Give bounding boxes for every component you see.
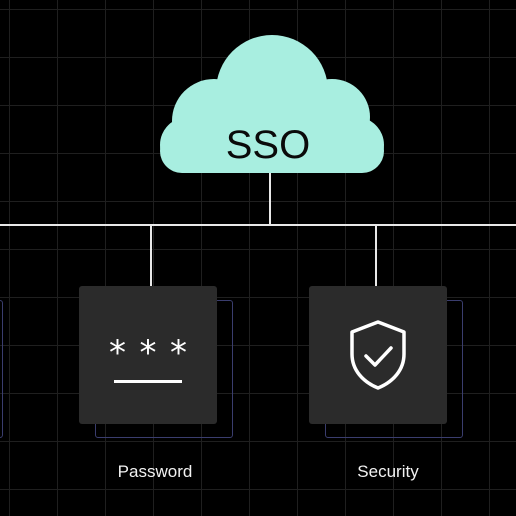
- security-node: [309, 286, 463, 438]
- password-glyph: ***: [107, 332, 199, 373]
- password-label: Password: [117, 462, 193, 481]
- connector-bus-to-security: [375, 225, 377, 286]
- password-asterisks-icon: ***: [97, 328, 198, 383]
- security-card: [309, 286, 447, 424]
- password-node: ***: [79, 286, 233, 438]
- shield-check-icon: [350, 320, 406, 390]
- sso-label: SSO: [225, 123, 311, 167]
- cloud-icon: [160, 35, 384, 173]
- security-label: Security: [357, 462, 419, 481]
- connector-hub-to-bus: [269, 172, 271, 225]
- offscreen-card-outline: [0, 300, 3, 438]
- password-underline: [113, 379, 182, 383]
- connector-horizontal-bus: [0, 224, 516, 226]
- sso-cloud-node: SSO: [148, 33, 392, 175]
- connector-bus-to-password: [150, 225, 152, 286]
- password-card: ***: [79, 286, 217, 424]
